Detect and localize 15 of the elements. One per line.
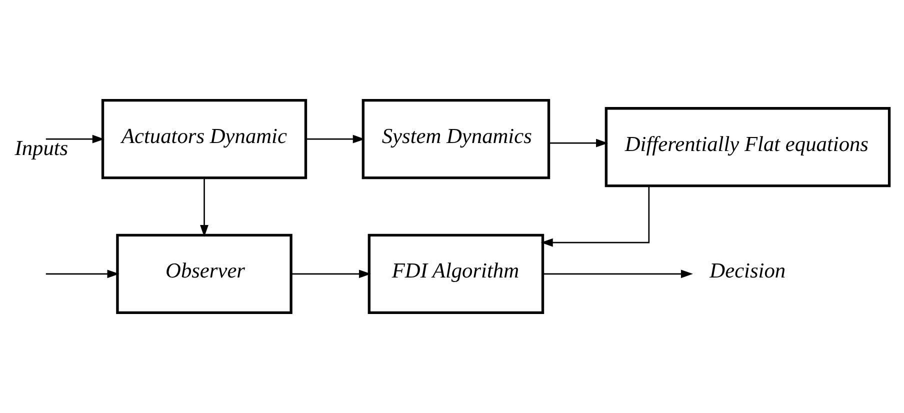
node-box: FDI Algorithm [368,234,544,314]
node-box: Differentially Flat equations [604,107,891,188]
arrow [540,186,650,247]
node-box: System Dynamics [362,99,550,180]
arrow [543,270,693,278]
arrow [549,138,608,148]
node-text: Decision [710,258,786,283]
arrow [291,270,371,278]
arrow [200,178,208,238]
arrow [46,270,120,278]
arrow [306,134,365,144]
node-box: Actuators Dynamic [101,99,308,180]
node-box: Observer [116,234,292,314]
arrow [46,134,104,144]
edge-label: Inputs [14,136,68,160]
